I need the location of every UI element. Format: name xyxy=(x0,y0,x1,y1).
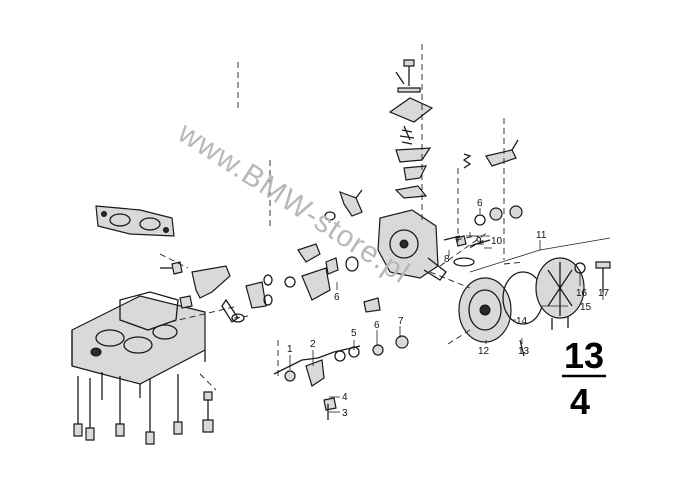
upper-lever xyxy=(324,189,363,221)
screw-bottom-left xyxy=(202,391,214,433)
callout-13: 13 xyxy=(518,346,530,357)
side-washers-nut xyxy=(443,205,523,267)
choke-housing xyxy=(377,209,447,281)
callout-4: 4 xyxy=(342,392,348,403)
choke-cover-assembly xyxy=(458,257,611,357)
carburetor-body xyxy=(71,291,206,398)
callout-10: 10 xyxy=(491,236,503,247)
callout-9: 9 xyxy=(476,236,482,247)
callout-1: 1 xyxy=(287,344,293,355)
callout-labels: 1 2 3 4 5 6 6 6 7 8 9 10 11 12 13 14 15 … xyxy=(287,198,610,419)
group-number-block: 13 4 xyxy=(562,335,606,422)
callout-11: 11 xyxy=(536,230,547,241)
callout-6-lower: 6 xyxy=(374,320,380,331)
callout-15: 15 xyxy=(580,302,592,313)
callout-8: 8 xyxy=(444,254,450,265)
mounting-studs xyxy=(73,372,183,445)
callout-5: 5 xyxy=(351,328,357,339)
callout-leaders xyxy=(289,208,611,413)
group-number: 13 xyxy=(564,335,604,376)
sub-number: 4 xyxy=(570,381,590,422)
callout-7: 7 xyxy=(398,316,404,327)
callout-2: 2 xyxy=(310,339,316,350)
callout-6-upper: 6 xyxy=(477,198,483,209)
callout-16: 16 xyxy=(576,288,588,299)
assembly-guide-lines xyxy=(159,44,525,391)
small-washers-row xyxy=(263,243,359,306)
throttle-linkage xyxy=(160,261,267,323)
callout-14: 14 xyxy=(516,316,528,327)
gasket-flange xyxy=(95,205,175,237)
linkage-small-parts xyxy=(273,297,409,420)
callout-6-center: 6 xyxy=(334,292,340,303)
top-screw-spring-stack xyxy=(388,59,434,199)
watermark-text: www.BMW-store.pl xyxy=(171,116,415,291)
callout-12: 12 xyxy=(478,346,490,357)
callout-3: 3 xyxy=(342,408,348,419)
callout-17: 17 xyxy=(598,288,610,299)
small-spring-right xyxy=(462,139,519,169)
